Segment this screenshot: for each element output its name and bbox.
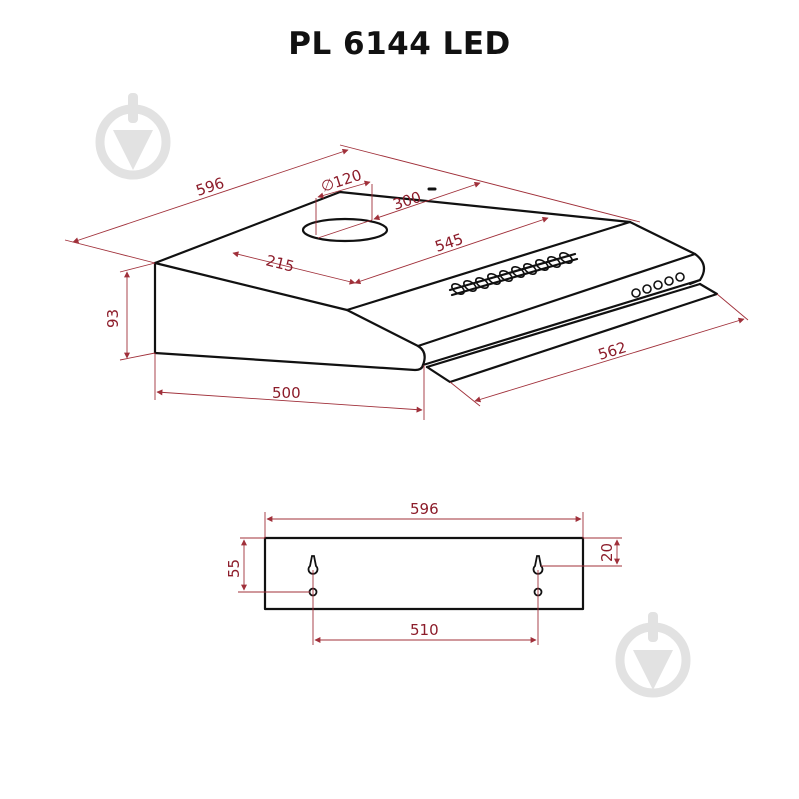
dim-visor-width: 562: [596, 338, 629, 364]
dim-depth: 500: [272, 384, 301, 402]
download-arrow-circle-icon: [95, 93, 171, 180]
hood-isometric-view: 596 ∅120 300 215 545 93 500 562: [64, 144, 749, 420]
download-arrow-circle-icon: [615, 612, 691, 698]
dim-duct-offset-side: 215: [264, 251, 296, 275]
control-buttons: [631, 272, 685, 298]
dim-bracket-width: 596: [410, 500, 439, 518]
dim-bracket-height: 55: [225, 559, 243, 578]
dim-hole-spacing: 510: [410, 621, 439, 639]
dim-total-width: 596: [194, 174, 227, 200]
mounting-bracket-view: 596 55 20 510: [225, 500, 622, 645]
dim-top-offset: 20: [598, 543, 616, 562]
dim-height: 93: [104, 309, 122, 328]
dim-duct-offset-back: 300: [391, 188, 424, 214]
page-title: PL 6144 LED: [288, 26, 511, 62]
dim-inner-width: 545: [433, 230, 466, 256]
